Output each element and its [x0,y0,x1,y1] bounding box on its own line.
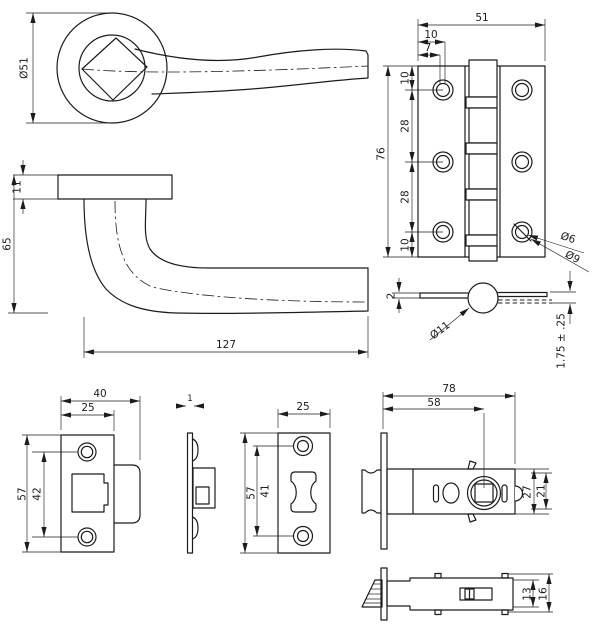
strike-dust-box [113,464,141,524]
rose-outer-circle [56,12,168,124]
dim-hinge-side-lines [392,271,576,341]
latch-top-lug-1 [434,572,442,579]
rose-inner-circle [78,34,146,102]
dim-strike-plate-width: 25 [81,402,94,414]
dim-latch-top-overall-width: 16 [538,587,550,601]
lever-outline [134,48,369,95]
dim-face-plate-hole-spacing: 41 [260,484,272,497]
dim-face-plate-width: 25 [296,401,309,413]
view-latch-side: 78 58 27 21 [361,383,552,550]
dim-latch-case-height: 27 [522,485,534,498]
hinge-left-leaf-profile [419,292,470,299]
dim-hinge-lines [383,19,590,273]
hinge-knuckle [465,59,498,262]
latch-top-lug-2 [434,609,442,616]
strike-plate-outline [60,434,115,553]
dim-rose-thickness: 11 [12,180,24,193]
latch-top-slider [459,587,493,601]
latch-top-lug-3 [501,572,509,579]
dim-latch-top-case-width: 13 [522,587,534,600]
face-plate-screw-hole-bottom-inner [296,529,310,543]
view-latch-top: 13 16 [361,567,553,621]
dim-hinge-margin-top: 10 [400,71,412,84]
latch-top-bolt-wedge [361,579,383,608]
lever-centerline [81,65,369,73]
dim-handle-side-lines [8,160,369,358]
dim-knuckle-diameter: Ø11 [428,319,453,342]
dim-strike-thickness: 1 [187,394,192,404]
face-plate-screw-hole-top [292,435,314,457]
dim-hinge-spacing-lower: 28 [400,190,412,203]
latch-top-body [386,577,514,611]
face-plate-outline [277,432,331,554]
dim-handle-height: 65 [2,237,14,250]
hinge-right-leaf-profile [497,291,548,298]
dim-latch-length: 78 [442,383,455,395]
dim-rose-diameter-lines [26,12,107,124]
strike-side-box-inner [195,486,210,505]
dim-hinge-height: 76 [376,147,388,161]
dim-hinge-margin-bottom: 10 [400,238,412,251]
dim-hinge-hole-offset: 10 [424,29,437,41]
latch-faceplate [380,432,388,550]
dim-latch-backset: 58 [427,397,440,409]
dim-face-plate-height: 57 [246,486,258,499]
latch-lug-bottom [467,513,477,523]
dim-handle-length: 127 [216,339,236,351]
view-handle-side: 11 65 127 [2,160,369,358]
strike-side-countersink-top [191,438,199,462]
dim-latch-side-lines [382,392,552,515]
latch-oval-hole [442,482,460,504]
latch-bolt [361,469,382,514]
dim-face-plate-lines [240,409,331,554]
strike-side-plate [186,432,194,554]
latch-top-lug-4 [501,609,509,616]
bolt-hatching [364,583,381,604]
strike-screw-hole-top-inner [80,445,94,459]
view-hinge-front: 51 10 7 10 28 28 10 76 Ø6 Ø9 [376,12,590,273]
strike-side-box [192,467,216,509]
lever-side-centerline [114,200,367,303]
face-plate-screw-hole-top-inner [296,439,310,453]
strike-side-countersink-bottom [191,516,199,540]
dim-strike-overall-width: 40 [93,388,106,400]
dim-latch-tube-height: 21 [536,484,548,497]
dim-leaf-thickness: 2 [386,293,398,300]
dim-screw-hole-inner: Ø6 [559,230,577,246]
face-plate-screw-hole-bottom [292,525,314,547]
dim-hinge-width: 51 [475,12,488,24]
dim-clearance: 1.75 ± .25 [556,313,568,369]
face-plate-bowtie-cutout [290,471,317,513]
latch-lug-top [467,460,477,470]
dim-latch-top-lines [508,573,553,613]
dim-hinge-spacing-upper: 28 [400,119,412,132]
hinge-right-leaf-hidden [498,299,552,304]
view-handle-front: Ø51 [19,12,369,124]
dim-rose-diameter: Ø51 [19,57,31,79]
rose-side-profile [57,174,173,200]
dim-strike-plate-lines [22,396,141,553]
strike-latch-cutout [71,473,109,513]
latch-slot-right [501,484,508,503]
dim-strike-hole-spacing: 42 [32,487,44,500]
strike-screw-hole-bottom-inner [80,530,94,544]
view-strike-side: 1 [176,394,216,554]
knuckle-circle [467,282,499,314]
view-hinge-side: 2 Ø11 1.75 ± .25 [386,271,576,369]
view-strike-plate: 40 25 57 42 [17,388,141,553]
dim-strike-height: 57 [17,487,29,500]
spindle-square [81,37,148,101]
latch-slot-left [432,484,440,503]
dim-hinge-hole-offset-inner: 7 [425,42,432,54]
lever-side-outline [83,198,369,315]
latch-tail-bump [514,485,524,502]
view-face-plate: 25 57 41 [240,401,331,554]
